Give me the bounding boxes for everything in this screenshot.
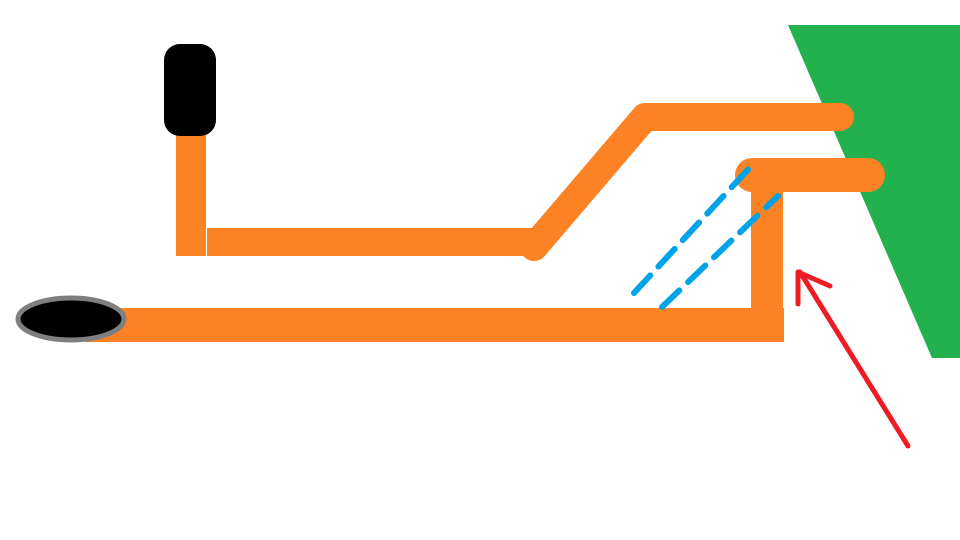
red-arrow-icon — [795, 269, 911, 449]
left-terminal-icon — [15, 295, 127, 343]
top-terminal-icon — [164, 44, 216, 136]
arrow-head — [795, 269, 833, 307]
arrow-shaft — [797, 269, 911, 449]
dashed-line-upper — [631, 160, 757, 296]
dashed-line-lower — [659, 193, 781, 310]
upper-wire-diagonal — [520, 103, 854, 261]
